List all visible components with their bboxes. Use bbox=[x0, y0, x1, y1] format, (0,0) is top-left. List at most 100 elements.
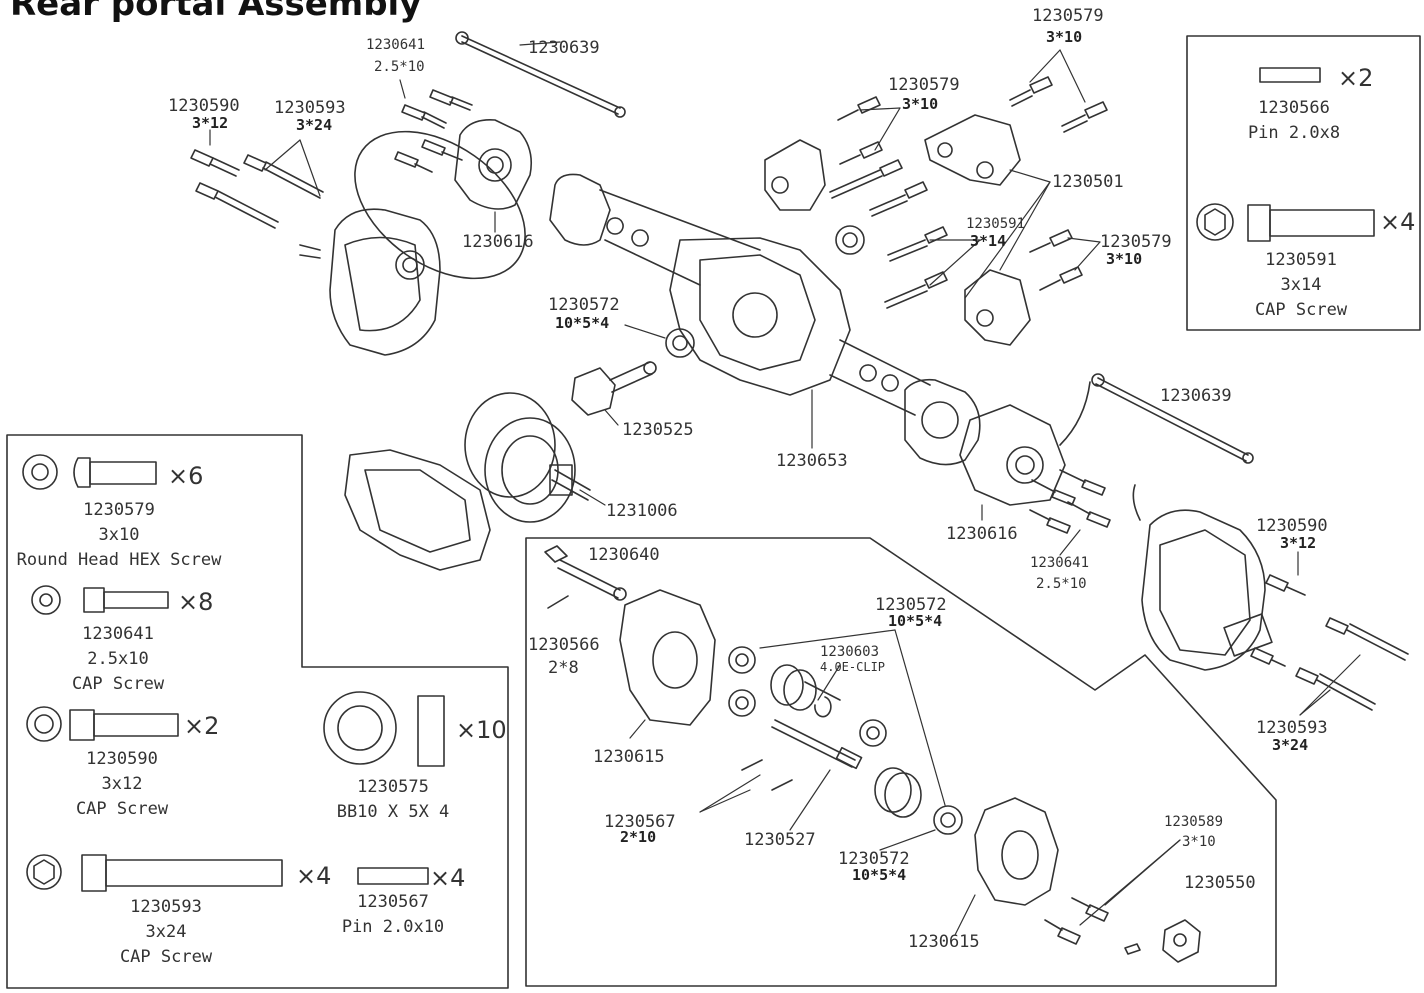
hw-pin-2x10-drawing bbox=[357, 867, 429, 885]
leader-lines bbox=[209, 41, 1361, 936]
hardware-box-left bbox=[6, 434, 509, 989]
label-1230616-right: 1230616 bbox=[946, 524, 1018, 544]
hw-round-3x10-text: 1230579 3x10 Round Head HEX Screw bbox=[14, 498, 224, 573]
hw-cap-3x14-drawing bbox=[1196, 203, 1375, 242]
hw-cap-2-5x10-text: 1230641 2.5x10 CAP Screw bbox=[58, 622, 178, 697]
label-1230566-size: 2*8 bbox=[548, 658, 579, 678]
hw-pin-2x8-part: 1230566 bbox=[1258, 98, 1330, 118]
portal-housing-1230615-a bbox=[619, 589, 716, 726]
hw-cap-3x12-part: 1230590 bbox=[86, 749, 158, 769]
hw-bearing-desc: BB10 X 5X 4 bbox=[336, 802, 450, 822]
hw-cap-2-5x10-size: 2.5x10 bbox=[87, 649, 149, 669]
portal-housing-1230615-b bbox=[974, 797, 1059, 906]
hw-round-3x10-size: 3x10 bbox=[98, 525, 140, 545]
hw-round-3x10-part: 1230579 bbox=[83, 500, 155, 520]
e-clip-1230603 bbox=[814, 696, 832, 718]
label-1230567-size: 2*10 bbox=[620, 828, 657, 846]
label-1230525: 1230525 bbox=[622, 420, 694, 440]
label-1230572-top-size: 10*5*4 bbox=[555, 314, 610, 332]
hw-cap-3x12-desc: CAP Screw bbox=[75, 799, 169, 819]
hw-cap-3x24-desc: CAP Screw bbox=[119, 947, 213, 967]
hw-cap-2-5x10-part: 1230641 bbox=[82, 624, 154, 644]
portal-lug-1230616-top bbox=[454, 118, 533, 210]
hardware-box-right bbox=[1186, 35, 1421, 331]
label-1230589-size: 3*10 bbox=[1182, 834, 1216, 850]
label-1230590-right: 1230590 bbox=[1256, 516, 1328, 536]
label-1230593-right: 1230593 bbox=[1256, 718, 1328, 738]
label-1230603-size: 4.0E-CLIP bbox=[820, 660, 886, 674]
hw-pin-2x8-qty: ×2 bbox=[1338, 64, 1374, 92]
hw-pin-2x10-desc: Pin 2.0x10 bbox=[341, 917, 445, 937]
screws-1230589 bbox=[1044, 897, 1141, 955]
hw-cap-3x14-part: 1230591 bbox=[1265, 250, 1337, 270]
label-1230572-top: 1230572 bbox=[548, 295, 620, 315]
label-1231006: 1231006 bbox=[606, 501, 678, 521]
differential-1231006 bbox=[464, 392, 591, 523]
axle-housing bbox=[549, 173, 981, 466]
label-1230615-a: 1230615 bbox=[593, 747, 665, 767]
label-1230572-mid-size: 10*5*4 bbox=[888, 612, 943, 630]
hw-pin-2x10-part: 1230567 bbox=[357, 892, 429, 912]
label-1230572-bot: 1230572 bbox=[838, 849, 910, 869]
label-1230653: 1230653 bbox=[776, 451, 848, 471]
hw-cap-3x14-size: 3x14 bbox=[1280, 275, 1322, 295]
hw-cap-2-5x10-drawing bbox=[31, 585, 169, 615]
label-1230603: 1230603 bbox=[820, 644, 880, 660]
hw-pin-2x10-qty: ×4 bbox=[430, 864, 466, 892]
label-1230550: 1230550 bbox=[1184, 873, 1256, 893]
label-1230591: 1230591 bbox=[966, 216, 1026, 232]
idler-gear bbox=[770, 664, 841, 711]
hw-cap-3x24-qty: ×4 bbox=[296, 862, 332, 890]
label-1230590-top-size: 3*12 bbox=[192, 114, 229, 132]
pins-1230567 bbox=[741, 759, 793, 791]
screw-group-1230590-top bbox=[190, 149, 279, 229]
label-1230641-right: 1230641 bbox=[1030, 555, 1090, 571]
label-1230566: 1230566 bbox=[528, 635, 600, 655]
label-1230593-top-size: 3*24 bbox=[296, 116, 333, 134]
label-1230616-top: 1230616 bbox=[462, 232, 534, 252]
hw-pin-2x10-text: 1230567 Pin 2.0x10 bbox=[340, 890, 446, 940]
label-1230527: 1230527 bbox=[744, 830, 816, 850]
hw-round-3x10-drawing bbox=[22, 454, 157, 490]
hw-round-3x10-desc: Round Head HEX Screw bbox=[16, 550, 222, 570]
hw-cap-2-5x10-desc: CAP Screw bbox=[71, 674, 165, 694]
hw-pin-2x8-drawing bbox=[1259, 67, 1321, 83]
label-1230567: 1230567 bbox=[604, 812, 676, 832]
hw-round-3x10-qty: ×6 bbox=[168, 462, 204, 490]
bearing-1230572-top bbox=[665, 328, 695, 358]
hw-bearing-drawing bbox=[323, 691, 445, 767]
screw-group-1230579 bbox=[837, 76, 1108, 291]
hex-hub-1230550 bbox=[1162, 919, 1201, 963]
label-1230572-bot-size: 10*5*4 bbox=[852, 866, 907, 884]
hw-cap-3x14-desc: CAP Screw bbox=[1254, 300, 1348, 320]
label-1230641-right-size: 2.5*10 bbox=[1036, 576, 1087, 592]
hw-bearing-part: 1230575 bbox=[357, 777, 429, 797]
label-1230579-b: 1230579 bbox=[888, 75, 960, 95]
page-title: Rear portal Assembly bbox=[10, 0, 422, 24]
hw-bearing-qty: ×10 bbox=[456, 716, 507, 744]
label-1230615-b: 1230615 bbox=[908, 932, 980, 952]
pin-1230566 bbox=[547, 595, 569, 609]
hw-cap-3x12-text: 1230590 3x12 CAP Screw bbox=[62, 747, 182, 822]
ring-gear bbox=[874, 767, 922, 818]
pinion-1230525 bbox=[571, 361, 657, 416]
dogbone-right bbox=[1059, 373, 1254, 464]
gearbox-cover-left bbox=[299, 208, 441, 356]
label-1230589: 1230589 bbox=[1164, 814, 1224, 830]
portal-detail-box bbox=[525, 537, 1277, 987]
output-shaft-1230640 bbox=[544, 545, 627, 601]
label-1230572-mid: 1230572 bbox=[875, 595, 947, 615]
hw-pin-2x8-desc: Pin 2.0x8 bbox=[1247, 123, 1341, 143]
hw-cap-3x24-part: 1230593 bbox=[130, 897, 202, 917]
hw-cap-3x14-qty: ×4 bbox=[1380, 208, 1416, 236]
portal-lug-1230616-right bbox=[959, 404, 1066, 506]
hw-cap-3x12-size: 3x12 bbox=[101, 774, 143, 794]
bearing-1230572-bot bbox=[933, 805, 963, 835]
hw-cap-3x14-text: 1230591 3x14 CAP Screw bbox=[1236, 248, 1366, 323]
link-mount-right bbox=[964, 269, 1031, 346]
hw-cap-3x12-drawing bbox=[26, 706, 179, 742]
label-1230501: 1230501 bbox=[1052, 172, 1124, 192]
link-mount-top bbox=[924, 114, 1021, 186]
label-1230579-a: 1230579 bbox=[1032, 6, 1104, 26]
